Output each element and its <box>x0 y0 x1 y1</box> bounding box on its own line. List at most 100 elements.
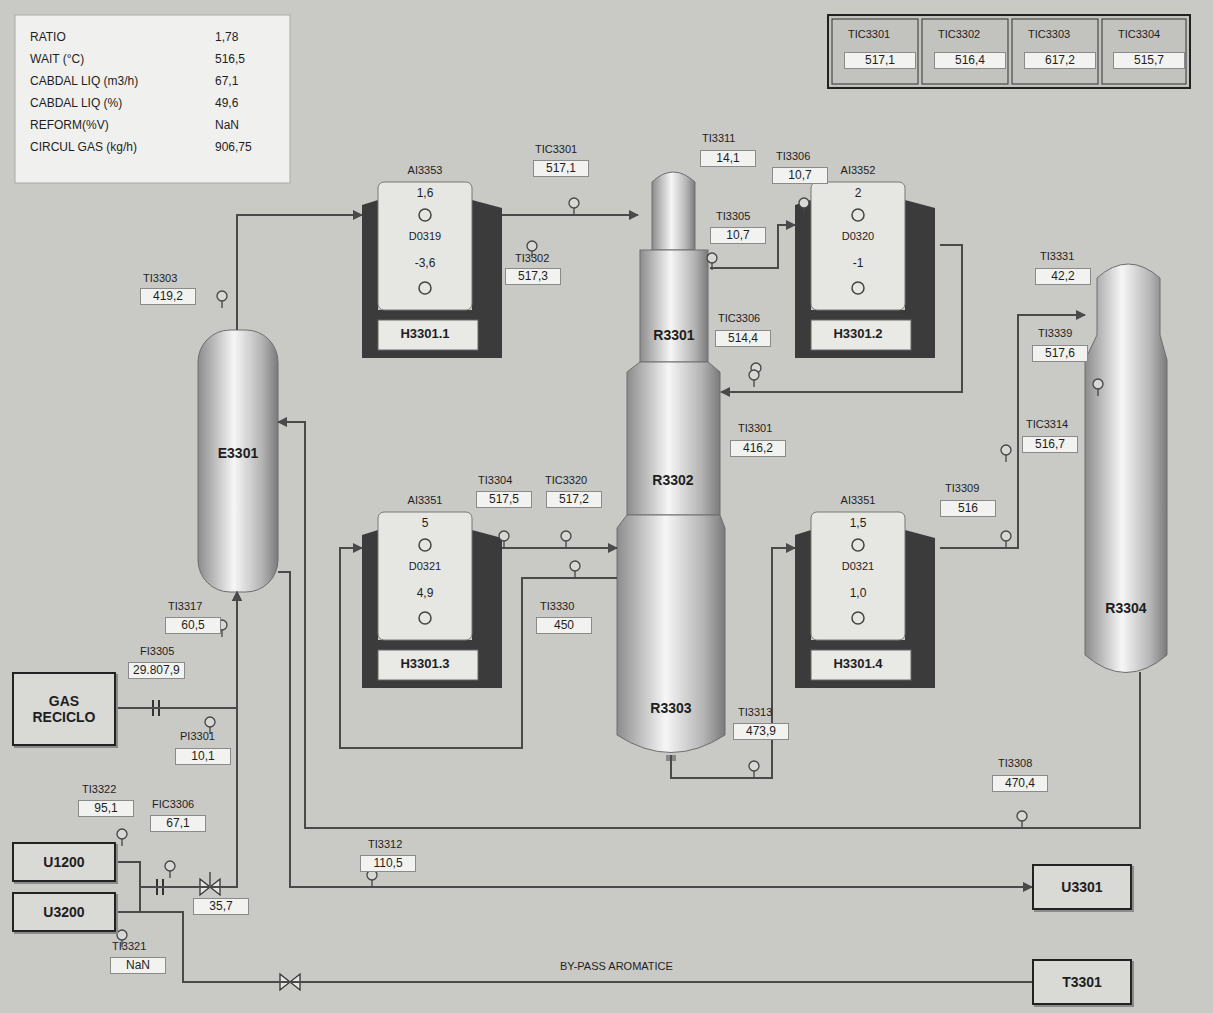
value-display: 67,1 <box>150 815 206 832</box>
value-display: 10,7 <box>772 167 828 184</box>
value-text: -1 <box>795 256 921 270</box>
tag-label: D0320 <box>795 230 921 242</box>
tag-label: TIC3301 <box>848 28 890 40</box>
unit-name: R3303 <box>617 700 725 716</box>
value-display: 60,5 <box>165 617 221 634</box>
value-display: 514,4 <box>715 330 771 347</box>
process-pipe <box>278 422 1140 828</box>
tag-label: FIC3306 <box>152 798 194 810</box>
panel-text: WAIT (°C) <box>30 52 84 66</box>
process-pipe <box>237 215 362 330</box>
unit-name: GAS RECICLO <box>26 693 102 725</box>
value-display: 10,7 <box>710 227 766 244</box>
tag-label: TI3317 <box>168 600 202 612</box>
unit-box: GAS RECICLO <box>12 672 116 746</box>
panel-text: CABDAL LIQ (%) <box>30 96 122 110</box>
value-text: -3,6 <box>362 256 488 270</box>
heater-name: H3301.4 <box>795 656 921 671</box>
tag-label: TIC3306 <box>718 312 760 324</box>
value-text: 2 <box>795 186 921 200</box>
tag-label: TI3304 <box>478 474 512 486</box>
unit-name: U3301 <box>1061 879 1102 895</box>
furnace-heater: AI3353 1,6D0319 -3,6H3301.1 <box>362 160 502 360</box>
panel-text: REFORM(%V) <box>30 118 109 132</box>
value-display: 470,4 <box>992 775 1048 792</box>
panel-text: 67,1 <box>215 74 238 88</box>
value-display: 95,1 <box>78 800 134 817</box>
unit-box: T3301 <box>1032 959 1132 1005</box>
tag-label: TIC3304 <box>1118 28 1160 40</box>
unit-box: U3200 <box>12 892 116 932</box>
furnace-heater: AI33511,5D03211,0H3301.4 <box>795 490 940 695</box>
tag-label: TI3313 <box>738 706 772 718</box>
value-display: 419,2 <box>140 288 196 305</box>
tag-label: D0321 <box>362 560 488 572</box>
unit-name: U3200 <box>43 904 84 920</box>
value-display: 517,1 <box>533 160 589 177</box>
value-display: 110,5 <box>360 855 416 872</box>
value-display: 42,2 <box>1035 268 1091 285</box>
process-pipe <box>116 912 1032 982</box>
process-pipe <box>502 214 638 216</box>
furnace-heater: AI33522D0320-1H3301.2 <box>795 160 940 360</box>
panel-text: 906,75 <box>215 140 252 154</box>
tag-label: TI3321 <box>112 940 146 952</box>
process-pipe <box>116 592 237 912</box>
panel-text: RATIO <box>30 30 66 44</box>
panel-text: CIRCUL GAS (kg/h) <box>30 140 137 154</box>
value-display: 517,6 <box>1032 345 1088 362</box>
value-display: 473,9 <box>733 723 789 740</box>
value-display: 517,5 <box>476 491 532 508</box>
tag-label: TI3331 <box>1040 250 1074 262</box>
value-display: 416,2 <box>730 440 786 457</box>
panel-text: CABDAL LIQ (m3/h) <box>30 74 138 88</box>
tag-label: TI3302 <box>515 252 549 264</box>
value-text: 4,9 <box>362 586 488 600</box>
tag-label: TIC3314 <box>1026 418 1068 430</box>
tag-label: AI3351 <box>362 494 488 506</box>
tag-label: AI3353 <box>362 164 488 176</box>
tag-label: TI3306 <box>776 150 810 162</box>
tag-label: TIC3302 <box>938 28 980 40</box>
value-display: 14,1 <box>700 150 756 167</box>
unit-name: R3304 <box>1085 600 1167 616</box>
furnace-heater: AI33515D03214,9H3301.3 <box>362 490 502 695</box>
tag-label: TI3303 <box>143 272 177 284</box>
process-vessel: R3301 <box>638 195 710 360</box>
tag-label: TI3339 <box>1038 327 1072 339</box>
process-pipe <box>340 548 617 748</box>
tag-label: FI3305 <box>140 645 174 657</box>
value-display: 35,7 <box>193 898 249 915</box>
process-vessel: R3302 <box>625 362 721 515</box>
process-pipe <box>278 572 1032 887</box>
value-display: 517,3 <box>505 268 561 285</box>
unit-box: U3301 <box>1032 864 1132 910</box>
tag-label: TI3311 <box>702 132 735 144</box>
tag-label: TI3330 <box>540 600 574 612</box>
panel-text: NaN <box>215 118 239 132</box>
tag-label: TI3322 <box>82 783 116 795</box>
value-display: 516 <box>940 500 996 517</box>
unit-name: R3301 <box>638 327 710 343</box>
tag-label: TIC3303 <box>1028 28 1070 40</box>
unit-name: T3301 <box>1062 974 1102 990</box>
value-display: 517,2 <box>546 491 602 508</box>
panel-text: 516,5 <box>215 52 245 66</box>
process-pipe <box>671 548 795 778</box>
tag-label: TI3301 <box>738 422 772 434</box>
tag-label: AI3351 <box>795 494 921 506</box>
tag-label: BY-PASS AROMATICE <box>560 960 673 972</box>
process-pipe <box>116 592 237 887</box>
tag-label: TIC3320 <box>545 474 587 486</box>
tag-label: D0319 <box>362 230 488 242</box>
tag-label: D0321 <box>795 560 921 572</box>
value-display: 10,1 <box>175 748 231 765</box>
value-text: 1,0 <box>795 586 921 600</box>
heater-name: H3301.1 <box>362 326 488 341</box>
value-text: 1,6 <box>362 186 488 200</box>
tag-label: TIC3301 <box>535 143 577 155</box>
unit-name: U1200 <box>43 854 84 870</box>
value-display: 515,7 <box>1113 52 1185 69</box>
heater-name: H3301.2 <box>795 326 921 341</box>
